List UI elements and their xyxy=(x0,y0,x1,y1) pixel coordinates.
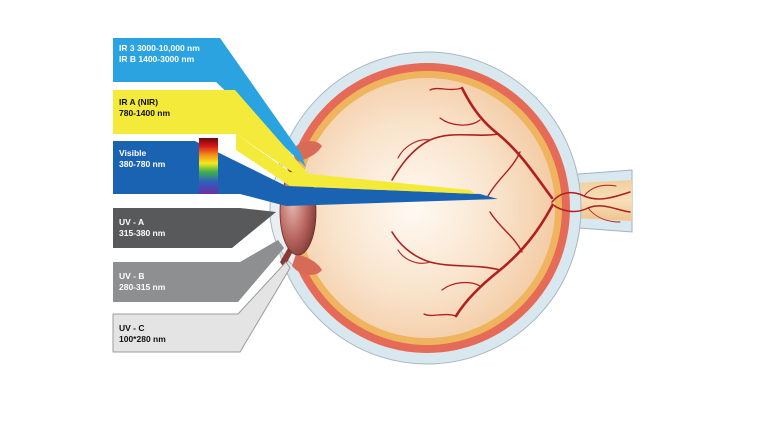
label-uv-c: UV - C 100*280 nm xyxy=(119,323,166,345)
eyeball xyxy=(273,52,581,364)
label-ir-a-line1: IR A (NIR) xyxy=(119,97,170,108)
label-uv-b-line2: 280-315 nm xyxy=(119,282,165,293)
label-uv-c-line2: 100*280 nm xyxy=(119,334,166,345)
label-visible: Visible 380-780 nm xyxy=(119,148,165,170)
label-uv-a: UV - A 315-380 nm xyxy=(119,217,165,239)
label-ir-b-c: IR 3 3000-10,000 nm IR B 1400-3000 nm xyxy=(119,43,200,65)
label-visible-line1: Visible xyxy=(119,148,165,159)
visible-spectrum-swatch xyxy=(199,138,218,194)
label-uv-a-line2: 315-380 nm xyxy=(119,228,165,239)
label-uv-b: UV - B 280-315 nm xyxy=(119,271,165,293)
label-visible-line2: 380-780 nm xyxy=(119,159,165,170)
label-uv-b-line1: UV - B xyxy=(119,271,165,282)
label-uv-a-line1: UV - A xyxy=(119,217,165,228)
label-ir-a: IR A (NIR) 780-1400 nm xyxy=(119,97,170,119)
label-ir-b-c-line1: IR 3 3000-10,000 nm xyxy=(119,43,200,54)
vitreous-body xyxy=(299,78,555,338)
label-uv-c-line1: UV - C xyxy=(119,323,166,334)
label-ir-b-c-line2: IR B 1400-3000 nm xyxy=(119,54,200,65)
label-ir-a-line2: 780-1400 nm xyxy=(119,108,170,119)
